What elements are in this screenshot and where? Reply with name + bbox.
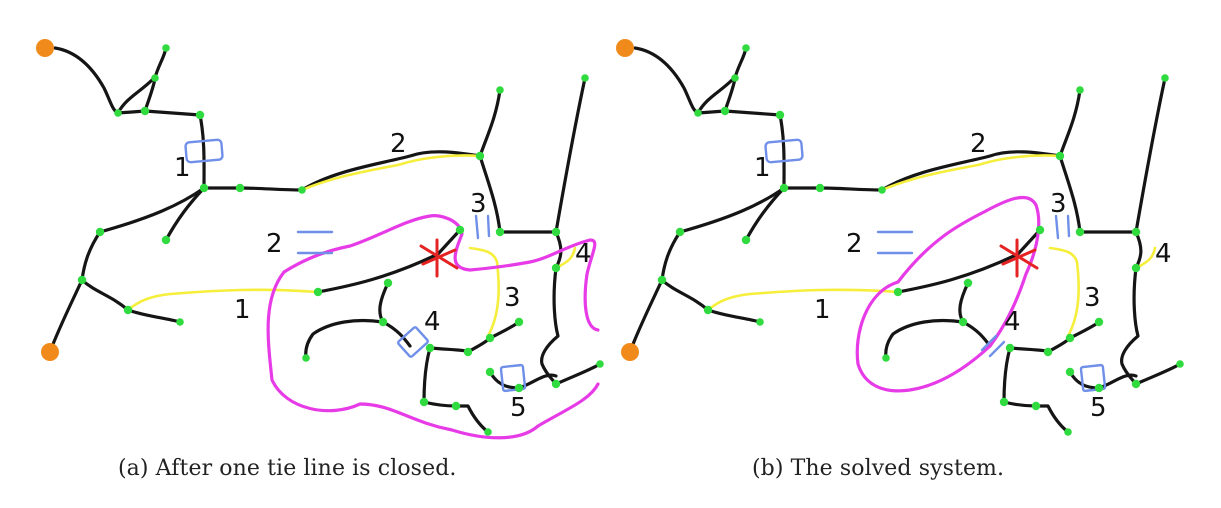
- switch-1: [764, 138, 804, 164]
- source-node-top: [616, 39, 634, 57]
- panel-b-diagram: 1 2 3 4 2 1 3 4 5: [616, 39, 1184, 436]
- caption-a: (a) After one tie line is closed.: [118, 456, 457, 481]
- source-node-bottom: [621, 343, 639, 361]
- yellow-tie-line-2: [880, 154, 1062, 192]
- source-node-top: [36, 39, 54, 57]
- black-branch-east-down: [540, 266, 602, 386]
- label-2-top: 2: [390, 129, 407, 159]
- switch-2: [876, 230, 914, 255]
- black-feeder-east: [1134, 76, 1167, 234]
- label-4-right: 4: [575, 239, 592, 269]
- black-branch-center: [316, 228, 462, 294]
- switch-5: [499, 363, 527, 393]
- black-hook-left: [304, 318, 385, 360]
- green-nodes: [77, 44, 604, 436]
- switch-3: [474, 214, 491, 240]
- yellow-tie-line-1: [706, 288, 900, 312]
- black-feeder-left-down: [628, 186, 786, 354]
- label-5-bottom: 5: [1090, 393, 1107, 423]
- label-1-mid: 1: [234, 295, 251, 325]
- black-branch-south-down: [1002, 346, 1070, 434]
- black-branch-left: [660, 278, 762, 324]
- fault-marker: [419, 238, 459, 278]
- black-feeder-north: [478, 88, 502, 158]
- source-node-bottom: [41, 343, 59, 361]
- label-4-mid: 4: [424, 307, 441, 337]
- yellow-tie-line-1: [126, 288, 320, 312]
- label-3-top: 3: [470, 189, 487, 219]
- fault-zone-outline: [266, 214, 600, 440]
- label-1-small: 1: [174, 153, 191, 183]
- black-feeder-mid: [782, 150, 1062, 192]
- yellow-tie-line-2: [300, 154, 482, 192]
- switch-1: [184, 138, 224, 164]
- black-branch-left: [80, 278, 182, 324]
- black-branch-center: [896, 228, 1042, 294]
- label-2-top: 2: [970, 129, 987, 159]
- black-branch-south-down: [422, 346, 490, 434]
- switch-5: [1079, 363, 1107, 393]
- black-feeder-mid: [202, 150, 482, 192]
- label-1-small: 1: [754, 153, 771, 183]
- black-branch-east-down: [1120, 266, 1182, 386]
- black-hook-left: [884, 318, 965, 360]
- fault-zone-outline: [855, 195, 1041, 393]
- caption-b: (b) The solved system.: [752, 456, 1005, 481]
- black-feeder-south: [1058, 154, 1138, 234]
- black-feeder-left-down: [48, 186, 206, 354]
- label-5-bottom: 5: [510, 393, 527, 423]
- switch-2: [296, 230, 334, 255]
- black-branch-top-small: [116, 78, 154, 115]
- label-3-top: 3: [1050, 189, 1067, 219]
- black-feeder-top: [633, 46, 782, 117]
- panel-a-diagram: 1 2 3 4 2 1 3 4 5: [36, 39, 604, 440]
- fault-marker: [999, 238, 1039, 278]
- switch-4: [397, 326, 429, 358]
- black-feeder-south: [478, 154, 558, 234]
- label-3-mid: 3: [504, 283, 521, 313]
- label-2-left: 2: [846, 229, 863, 259]
- black-branch-top-small: [696, 78, 734, 115]
- switch-3: [1054, 214, 1071, 240]
- green-nodes: [657, 44, 1184, 436]
- black-branch-south: [428, 320, 521, 354]
- black-branch-south: [1008, 320, 1101, 354]
- black-branch-center-down: [958, 281, 992, 348]
- label-4-mid: 4: [1004, 307, 1021, 337]
- yellow-tie-line-3: [468, 246, 500, 338]
- black-branch-east-right: [1134, 230, 1143, 270]
- yellow-tie-line-3: [1048, 246, 1080, 338]
- black-feeder-north: [1058, 88, 1082, 158]
- black-feeder-east: [554, 76, 587, 234]
- switch-4: [980, 334, 1006, 358]
- label-3-mid: 3: [1084, 283, 1101, 313]
- label-4-right: 4: [1155, 239, 1172, 269]
- label-2-left: 2: [266, 229, 283, 259]
- black-feeder-top: [53, 46, 202, 117]
- label-1-mid: 1: [814, 295, 831, 325]
